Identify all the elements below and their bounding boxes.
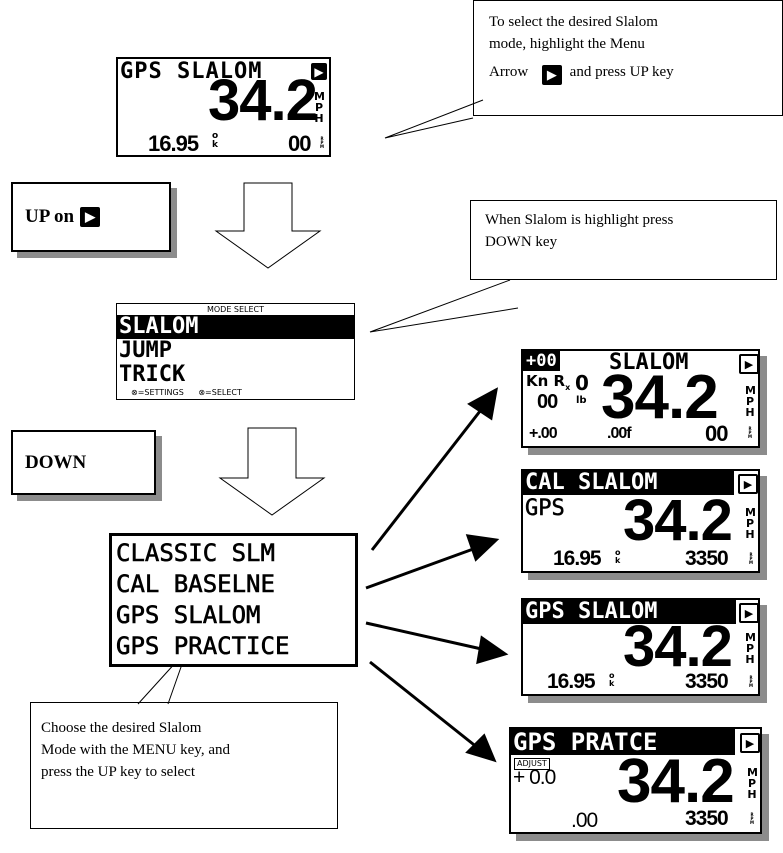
bottom-callout-line1: Choose the desired Slalom bbox=[41, 720, 202, 736]
classic-kn: Kn Rx bbox=[526, 372, 571, 392]
arrow-to-cal bbox=[365, 546, 477, 590]
mode-list-item[interactable]: CAL BASELNE bbox=[116, 570, 276, 599]
mid-callout-pointer bbox=[369, 279, 519, 333]
mode-select-header: MODE SELECT bbox=[206, 305, 265, 314]
mode-list-item[interactable]: CLASSIC SLM bbox=[116, 539, 276, 568]
practice-speed: 34.2 bbox=[617, 747, 735, 816]
up-key-icon: ⊗ bbox=[198, 388, 206, 397]
cal-sub: GPS bbox=[525, 496, 565, 522]
down-arrow-2 bbox=[218, 427, 326, 516]
mode-list-screen: CLASSIC SLM CAL BASELNE GPS SLALOM GPS P… bbox=[109, 533, 358, 667]
top-callout-line1: To select the desired Slalom bbox=[489, 14, 658, 30]
mode-list-item[interactable]: GPS SLALOM bbox=[116, 601, 261, 630]
mid-callout: When Slalom is highlight press DOWN key bbox=[470, 200, 777, 280]
cal-title: CAL SLALOM bbox=[523, 471, 734, 495]
arrow-to-practice bbox=[369, 660, 479, 750]
top-callout: To select the desired Slalom mode, highl… bbox=[473, 0, 783, 116]
step-up-label: UP on ▶ bbox=[11, 182, 171, 252]
top-display-rpm: 00 bbox=[288, 131, 312, 156]
mode-select-footer: ⊗=SETTINGS ⊗=SELECT bbox=[131, 388, 242, 397]
arrow-to-classic bbox=[370, 405, 486, 551]
classic-offset: +00 bbox=[523, 351, 560, 371]
classic-lb-value: 00 bbox=[537, 391, 558, 413]
practice-bottom-left: .00 bbox=[571, 809, 598, 832]
classic-lb-unit: lb bbox=[576, 395, 587, 406]
down-key-icon: ⊗ bbox=[131, 388, 138, 397]
mode-item-trick[interactable]: TRICK bbox=[119, 362, 186, 387]
top-display-title: GPS SLALOM bbox=[120, 59, 263, 84]
practice-title: GPS PRATCE bbox=[511, 729, 735, 755]
mode-item-jump[interactable]: JUMP bbox=[119, 338, 172, 363]
gps-rpm: 3350 bbox=[685, 670, 729, 693]
mode-item-slalom[interactable]: SLALOM bbox=[117, 315, 354, 339]
mid-callout-line1: When Slalom is highlight press bbox=[485, 212, 674, 228]
classic-rpm: 00 bbox=[705, 421, 729, 446]
cal-rpm: 3350 bbox=[685, 547, 729, 570]
cal-temp: 16.95 bbox=[553, 547, 602, 570]
menu-arrow-icon[interactable]: ▶ bbox=[740, 733, 760, 753]
arrow-to-gps bbox=[365, 621, 487, 652]
menu-arrow-icon[interactable]: ▶ bbox=[311, 63, 327, 80]
mid-callout-line2: DOWN key bbox=[485, 234, 558, 250]
menu-arrow-icon: ▶ bbox=[80, 207, 101, 227]
menu-arrow-icon[interactable]: ▶ bbox=[739, 354, 758, 374]
practice-adjust-label: ADJUST bbox=[514, 758, 550, 770]
bottom-callout-line3: press the UP key to select bbox=[41, 764, 195, 780]
step-down-label: DOWN bbox=[11, 430, 156, 495]
top-callout-line2: mode, highlight the Menu bbox=[489, 36, 645, 52]
menu-arrow-icon[interactable]: ▶ bbox=[739, 603, 758, 623]
top-callout-line3: Arrow ▶ and press UP key bbox=[489, 61, 782, 85]
mode-select-screen: MODE SELECT SLALOM JUMP TRICK ⊗=SETTINGS… bbox=[116, 303, 355, 400]
classic-title: SLALOM bbox=[609, 350, 689, 375]
practice-adjust-value: + 0.0 bbox=[513, 766, 556, 789]
top-display-speed: 34.2 bbox=[208, 68, 318, 133]
practice-rpm: 3350 bbox=[685, 807, 729, 830]
down-arrow-1 bbox=[214, 182, 322, 269]
classic-speed: 34.2 bbox=[601, 363, 719, 432]
bottom-callout-line2: Mode with the MENU key, and bbox=[41, 742, 230, 758]
gps-temp: 16.95 bbox=[547, 670, 596, 693]
gps-speed: 34.2 bbox=[623, 614, 733, 679]
menu-arrow-icon: ▶ bbox=[541, 65, 562, 85]
top-callout-pointer bbox=[384, 99, 484, 139]
cal-speed: 34.2 bbox=[623, 488, 733, 553]
classic-bottom-left: +.00 bbox=[529, 425, 558, 442]
classic-zero: 0 bbox=[575, 371, 589, 395]
classic-bottom-mid: .00f bbox=[607, 425, 632, 442]
mode-list-item[interactable]: GPS PRACTICE bbox=[116, 632, 290, 661]
bottom-callout: Choose the desired Slalom Mode with the … bbox=[30, 702, 338, 829]
menu-arrow-icon[interactable]: ▶ bbox=[738, 474, 758, 494]
gps-title: GPS SLALOM bbox=[523, 600, 736, 624]
top-display-temp: 16.95 bbox=[148, 131, 199, 156]
